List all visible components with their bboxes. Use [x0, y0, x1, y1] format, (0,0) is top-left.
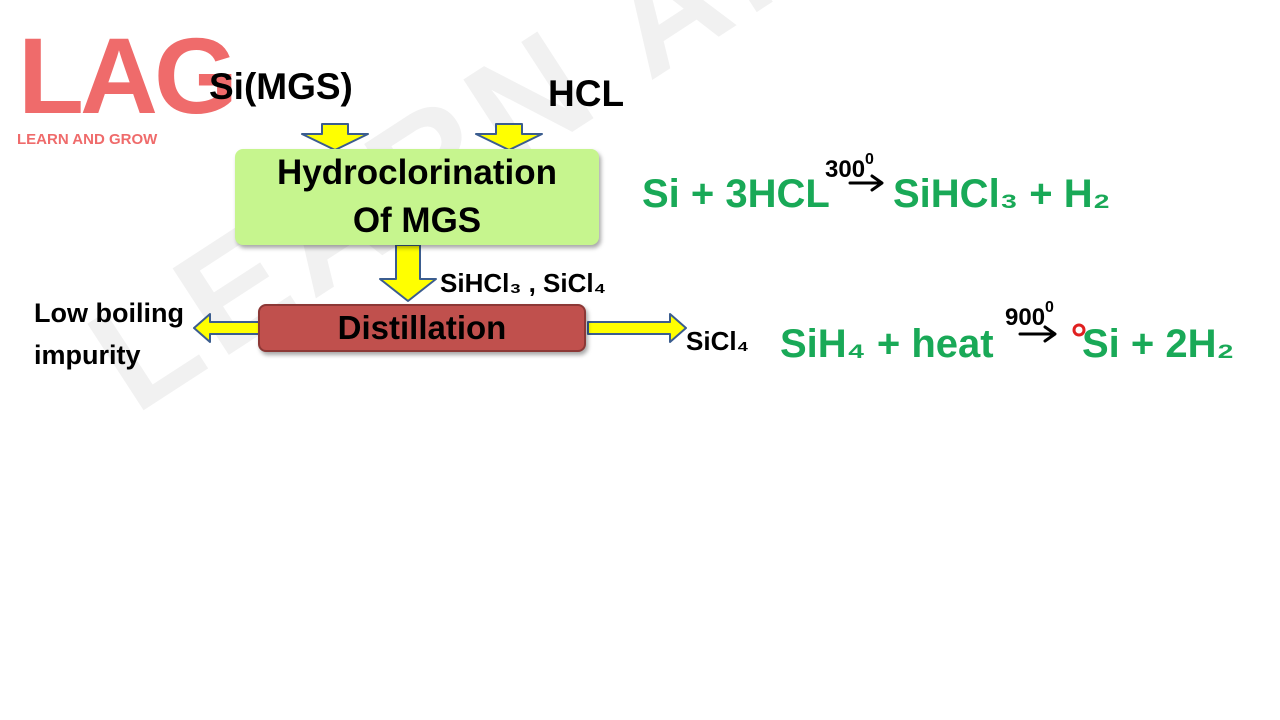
reaction-arrow-1	[848, 174, 884, 192]
logo-letters: LAG	[18, 15, 238, 136]
equation-1-temperature: 3000	[825, 151, 874, 184]
impurity-line2: impurity	[34, 340, 141, 370]
distillation-box: Distillation	[258, 304, 586, 352]
hydroclorination-box: Hydroclorination Of MGS	[235, 149, 599, 245]
eq1-temp-value: 300	[825, 156, 866, 183]
impurity-line1: Low boiling	[34, 298, 184, 328]
hydroclorination-line2: Of MGS	[352, 201, 482, 240]
arrow-down-si	[301, 123, 369, 151]
hydroclorination-line1: Hydroclorination	[276, 153, 558, 192]
equation-2-rhs: Si + 2H₂	[1082, 322, 1235, 366]
output-sicl4: SiCl₄	[686, 326, 749, 356]
arrow-right-sicl4	[587, 313, 687, 343]
reaction-arrow-2	[1018, 325, 1057, 343]
equation-2-lhs: SiH₄ + heat	[780, 322, 994, 366]
equation-2-temperature: 9000	[1005, 299, 1054, 332]
logo-tagline: LEARN AND GROW	[17, 131, 158, 148]
arrow-left-impurity	[193, 313, 260, 343]
eq1-temp-degree: 0	[865, 151, 874, 168]
arrow-down-hydro	[379, 244, 437, 302]
input-hcl: HCL	[548, 73, 625, 114]
output-impurity: Low boiling impurity	[34, 292, 184, 376]
eq2-temp-degree: 0	[1045, 299, 1054, 316]
equation-1-rhs: SiHCl₃ + H₂	[893, 172, 1111, 216]
eq2-temp-value: 900	[1005, 304, 1046, 331]
arrow-down-hcl	[475, 123, 543, 151]
intermediate-label: SiHCl₃ , SiCl₄	[440, 268, 606, 298]
distillation-label: Distillation	[337, 309, 507, 346]
pointer-dot	[1072, 323, 1086, 337]
input-si-mgs: Si(MGS)	[209, 66, 353, 107]
equation-1-lhs: Si + 3HCL	[642, 172, 830, 216]
